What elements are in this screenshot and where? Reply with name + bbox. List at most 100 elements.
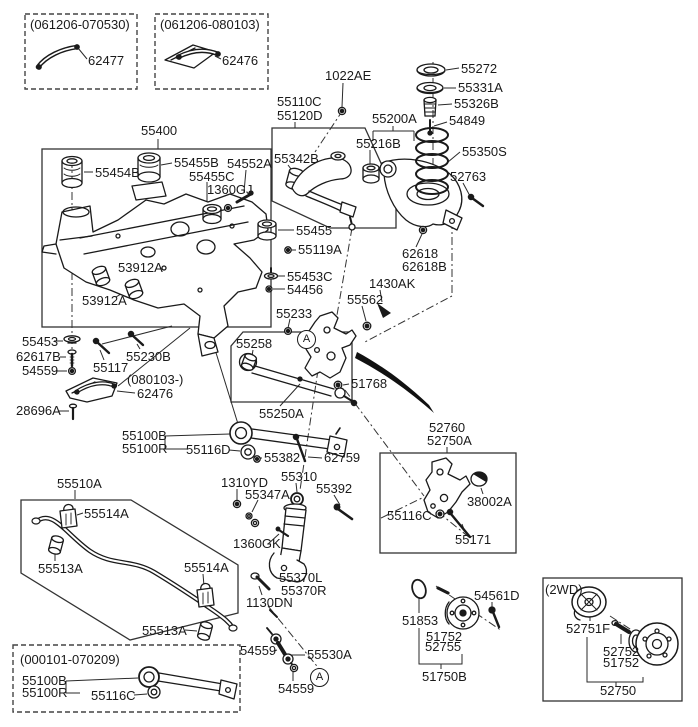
option-label-2wd: (2WD) bbox=[545, 582, 583, 597]
part-label-55258: 55258 bbox=[236, 336, 273, 351]
part-label-55530A: 55530A bbox=[307, 647, 352, 662]
part-label-54552A: 54552A bbox=[227, 156, 272, 171]
part-label-62476-mid: 62476 bbox=[137, 386, 174, 401]
part-label-55100B-b: 55100B bbox=[22, 673, 67, 688]
bolt-62617B bbox=[67, 349, 77, 368]
part-label-54559-b: 54559 bbox=[240, 643, 277, 658]
oring-51853 bbox=[411, 578, 427, 600]
part-label-1430AK: 1430AK bbox=[369, 276, 416, 291]
upper-control-arm bbox=[291, 151, 357, 231]
stud-pin bbox=[436, 586, 450, 595]
part-label-38002A: 38002A bbox=[467, 494, 512, 509]
part-label-51750B: 51750B bbox=[422, 669, 467, 684]
bushing-38002A bbox=[470, 471, 488, 487]
nut-1310YD bbox=[232, 499, 242, 509]
bolt-54849 bbox=[427, 119, 433, 136]
hub-52750 bbox=[628, 622, 679, 666]
bolt-52763 bbox=[467, 193, 485, 208]
part-label-55116C-b: 55116C bbox=[91, 688, 136, 703]
part-label-55382: 55382 bbox=[264, 450, 301, 465]
pin-1360GK bbox=[275, 526, 290, 538]
part-label-1310YD: 1310YD bbox=[221, 475, 268, 490]
bushing-55216B bbox=[362, 163, 380, 184]
nut-1360GJ bbox=[223, 203, 233, 213]
part-label-55455: 55455 bbox=[296, 223, 333, 238]
bushing-55455B bbox=[137, 152, 161, 183]
part-label-55392: 55392 bbox=[316, 481, 353, 496]
nut-54456 bbox=[265, 285, 273, 293]
bolt-55392 bbox=[333, 503, 354, 521]
part-label-62618B: 62618B bbox=[402, 259, 447, 274]
shock-absorber-55310 bbox=[268, 492, 308, 583]
part-label-55514A-b: 55514A bbox=[184, 560, 229, 575]
bolt-54561D bbox=[488, 606, 501, 629]
part-label-55250A: 55250A bbox=[259, 406, 304, 421]
part-label-62617B: 62617B bbox=[16, 349, 61, 364]
part-label-54559-c: 54559 bbox=[278, 681, 315, 696]
part-label-55342B: 55342B bbox=[274, 151, 319, 166]
part-label-55100R-b: 55100R bbox=[22, 685, 68, 700]
nut-54559-a bbox=[67, 366, 77, 376]
stabilizer-link-55530A bbox=[266, 609, 299, 673]
insulator-55331A bbox=[416, 81, 444, 95]
part-label-53912A-b: 53912A bbox=[82, 293, 127, 308]
part-label-55454B: 55454B bbox=[95, 165, 140, 180]
bushing-55116C-b bbox=[147, 685, 161, 699]
part-label-62477: 62477 bbox=[88, 53, 125, 68]
part-label-55200A: 55200A bbox=[372, 111, 417, 126]
view-marker-a-1: A bbox=[297, 330, 316, 349]
part-label-55326B: 55326B bbox=[454, 96, 499, 111]
part-label-52750: 52750 bbox=[600, 683, 637, 698]
option-date-label: (061206-070530) bbox=[30, 17, 130, 32]
bushing-53912A-a bbox=[91, 265, 111, 287]
part-label-55453: 55453 bbox=[22, 334, 59, 349]
skid-plate-62476 bbox=[65, 377, 118, 403]
swoosh-mark bbox=[355, 352, 434, 413]
part-label-55119A: 55119A bbox=[298, 242, 342, 257]
bushing-55513A-b bbox=[196, 621, 214, 641]
bushing-55455 bbox=[257, 219, 277, 241]
part-label-52752: 52752 bbox=[603, 644, 640, 659]
option-box-070530 bbox=[24, 13, 138, 90]
part-label-55120D: 55120D bbox=[277, 108, 323, 123]
axis-lines bbox=[71, 62, 651, 677]
clamp-55514A-b bbox=[196, 582, 215, 608]
part-label-62759: 62759 bbox=[324, 450, 361, 465]
part-label-55455C: 55455C bbox=[189, 169, 235, 184]
part-label-1360GK: 1360GK bbox=[233, 536, 281, 551]
crossmember-55400 bbox=[41, 181, 269, 357]
nut-55119A bbox=[284, 246, 292, 254]
washer-55453 bbox=[63, 335, 81, 344]
part-label-55216B: 55216B bbox=[356, 136, 401, 151]
option-date-label-3: (080103-) bbox=[127, 372, 184, 387]
part-label-1022AE: 1022AE bbox=[325, 68, 372, 83]
trailing-arm-old bbox=[138, 666, 238, 700]
bolt-55230B bbox=[127, 330, 145, 347]
part-label-52751F: 52751F bbox=[566, 621, 611, 636]
clamp-55514A-a bbox=[59, 503, 78, 529]
option-box-000101 bbox=[12, 644, 241, 713]
upper-arm-box bbox=[271, 127, 397, 229]
part-label-55370R: 55370R bbox=[281, 583, 327, 598]
part-label-55562: 55562 bbox=[347, 292, 384, 307]
bolt-55171 bbox=[446, 508, 472, 539]
trailing-arm bbox=[229, 421, 348, 458]
part-label-55400: 55400 bbox=[141, 123, 178, 138]
view-marker-a-2: A bbox=[310, 668, 329, 687]
part-label-51752-a: 51752 bbox=[426, 629, 463, 644]
nut-62618 bbox=[418, 225, 428, 235]
part-label-62476-top: 62476 bbox=[222, 53, 259, 68]
part-label-55171: 55171 bbox=[455, 532, 492, 547]
part-label-55513A-a: 55513A bbox=[38, 561, 83, 576]
dust-cap-52751F bbox=[571, 586, 607, 621]
washers-55347A bbox=[245, 512, 260, 528]
part-label-62618: 62618 bbox=[402, 246, 439, 261]
assist-arm-55250A bbox=[238, 352, 358, 407]
part-label-52750A: 52750A bbox=[427, 433, 472, 448]
nut-1022AE bbox=[337, 106, 347, 116]
part-label-55370L: 55370L bbox=[279, 570, 323, 585]
bolt-62759 bbox=[292, 433, 307, 463]
part-label-54561D: 54561D bbox=[474, 588, 520, 603]
bump-stop-55326B bbox=[423, 96, 437, 117]
